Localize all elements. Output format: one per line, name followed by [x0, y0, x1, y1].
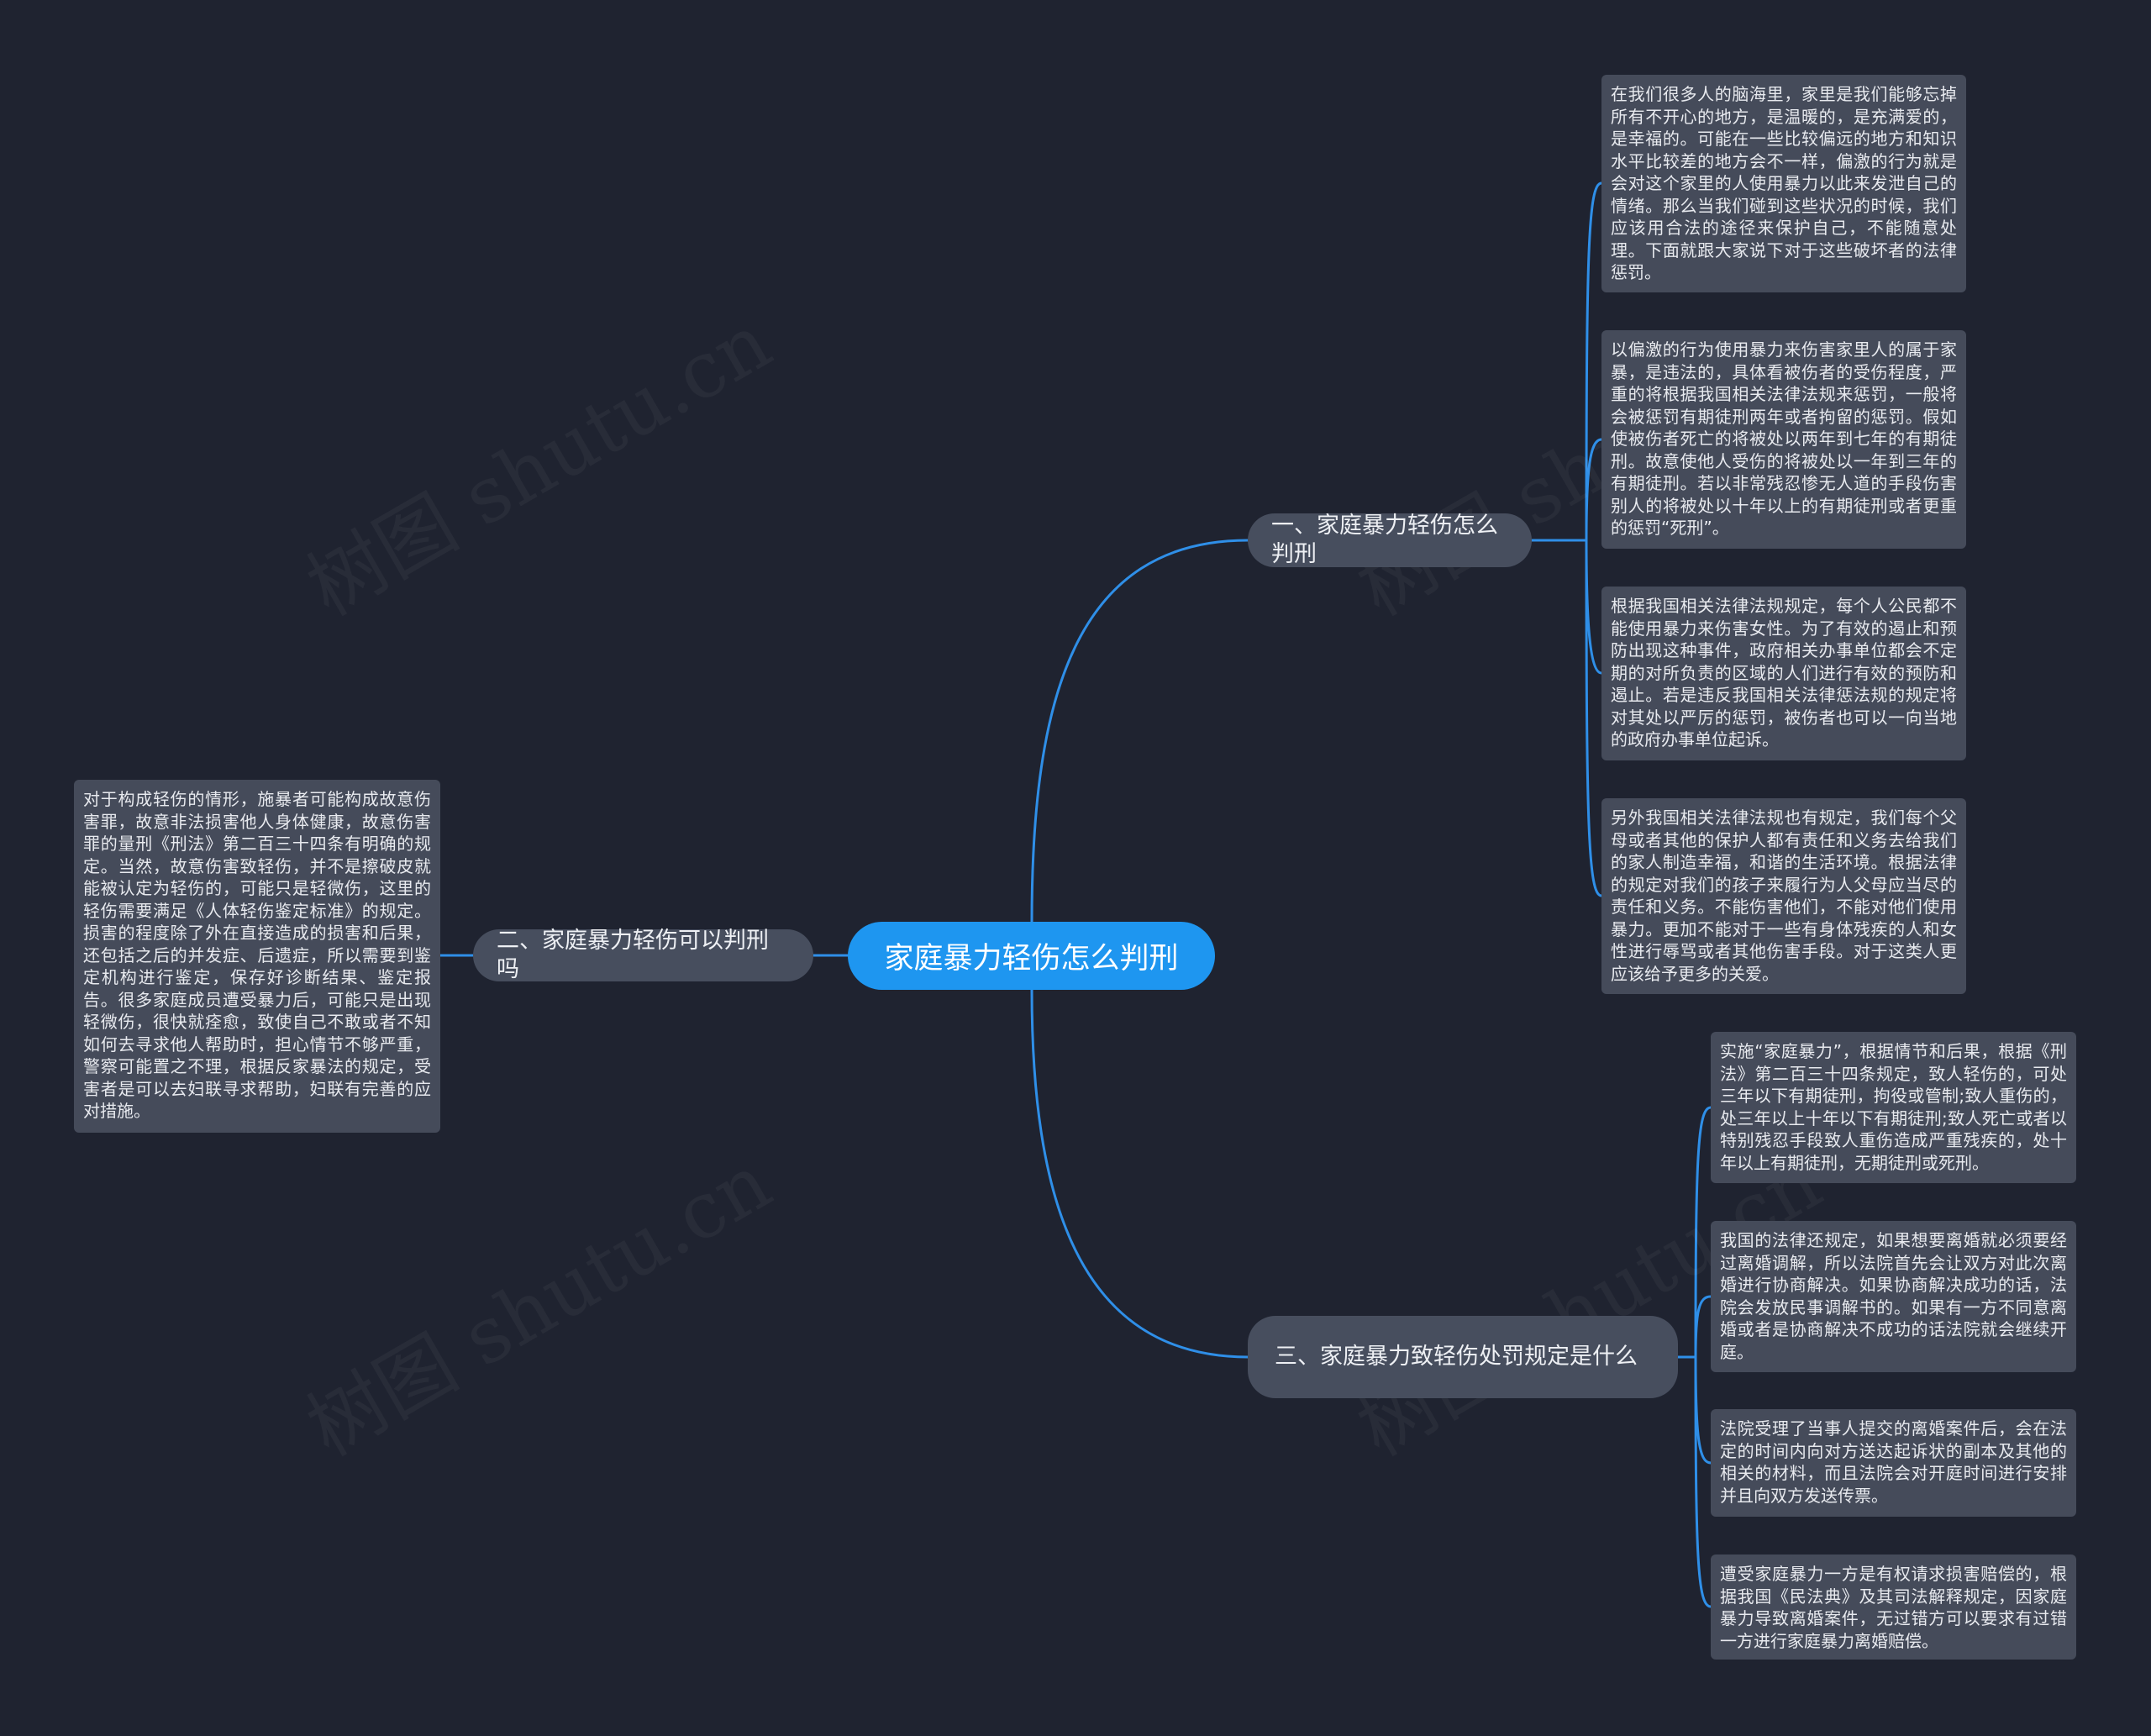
leaf-note-9[interactable]: 遭受家庭暴力一方是有权请求损害赔偿的，根据我国《民法典》及其司法解释规定，因家庭…: [1711, 1555, 2076, 1660]
connector-branch-3-leaf-6: [1694, 1106, 1712, 1359]
connector-branch-3-leaf-8: [1694, 1355, 1712, 1465]
leaf-note-3[interactable]: 根据我国相关法律法规规定，每个人公民都不能使用暴力来伤害女性。为了有效的遏止和预…: [1601, 587, 1966, 760]
leaf-note-1[interactable]: 在我们很多人的脑海里，家里是我们能够忘掉所有不开心的地方，是温暖的，是充满爱的，…: [1601, 75, 1966, 292]
leaf-note-7[interactable]: 我国的法律还规定，如果想要离婚就必须要经过离婚调解，所以法院首先会让双方对此次离…: [1711, 1221, 2076, 1372]
leaf-note-5[interactable]: 对于构成轻伤的情形，施暴者可能构成故意伤害罪，故意非法损害他人身体健康，故意伤害…: [74, 780, 440, 1133]
leaf-note-6[interactable]: 实施“家庭暴力”，根据情节和后果，根据《刑法》第二百三十四条规定，致人轻伤的，可…: [1711, 1032, 2076, 1183]
connector-branch-1-leaf-4: [1585, 539, 1603, 897]
leaf-note-8[interactable]: 法院受理了当事人提交的离婚案件后，会在法定的时间内向对方送达起诉状的副本及其他的…: [1711, 1409, 2076, 1517]
connector-root-branch-1: [1030, 539, 1249, 923]
root-topic[interactable]: 家庭暴力轻伤怎么判刑: [848, 922, 1215, 990]
connector-branch-1-leaf-1: [1585, 181, 1603, 542]
branch-topic-2[interactable]: 二、家庭暴力轻伤可以判刑吗: [473, 928, 813, 982]
connector-branch-1-leaf-2: [1585, 438, 1603, 542]
connector-root-branch-3: [1030, 988, 1249, 1359]
branch-topic-3[interactable]: 三、家庭暴力致轻伤处罚规定是什么: [1248, 1316, 1678, 1398]
connector-branch-3-leaf-7: [1694, 1295, 1712, 1359]
connector-branch-3-leaf-9: [1694, 1355, 1712, 1608]
connector-branch-1-leaf-3: [1585, 539, 1603, 675]
branch-topic-1[interactable]: 一、家庭暴力轻伤怎么判刑: [1248, 513, 1532, 567]
leaf-note-2[interactable]: 以偏激的行为使用暴力来伤害家里人的属于家暴，是违法的，具体看被伤者的受伤程度，严…: [1601, 330, 1966, 549]
leaf-note-4[interactable]: 另外我国相关法律法规也有规定，我们每个父母或者其他的保护人都有责任和义务去给我们…: [1601, 798, 1966, 994]
